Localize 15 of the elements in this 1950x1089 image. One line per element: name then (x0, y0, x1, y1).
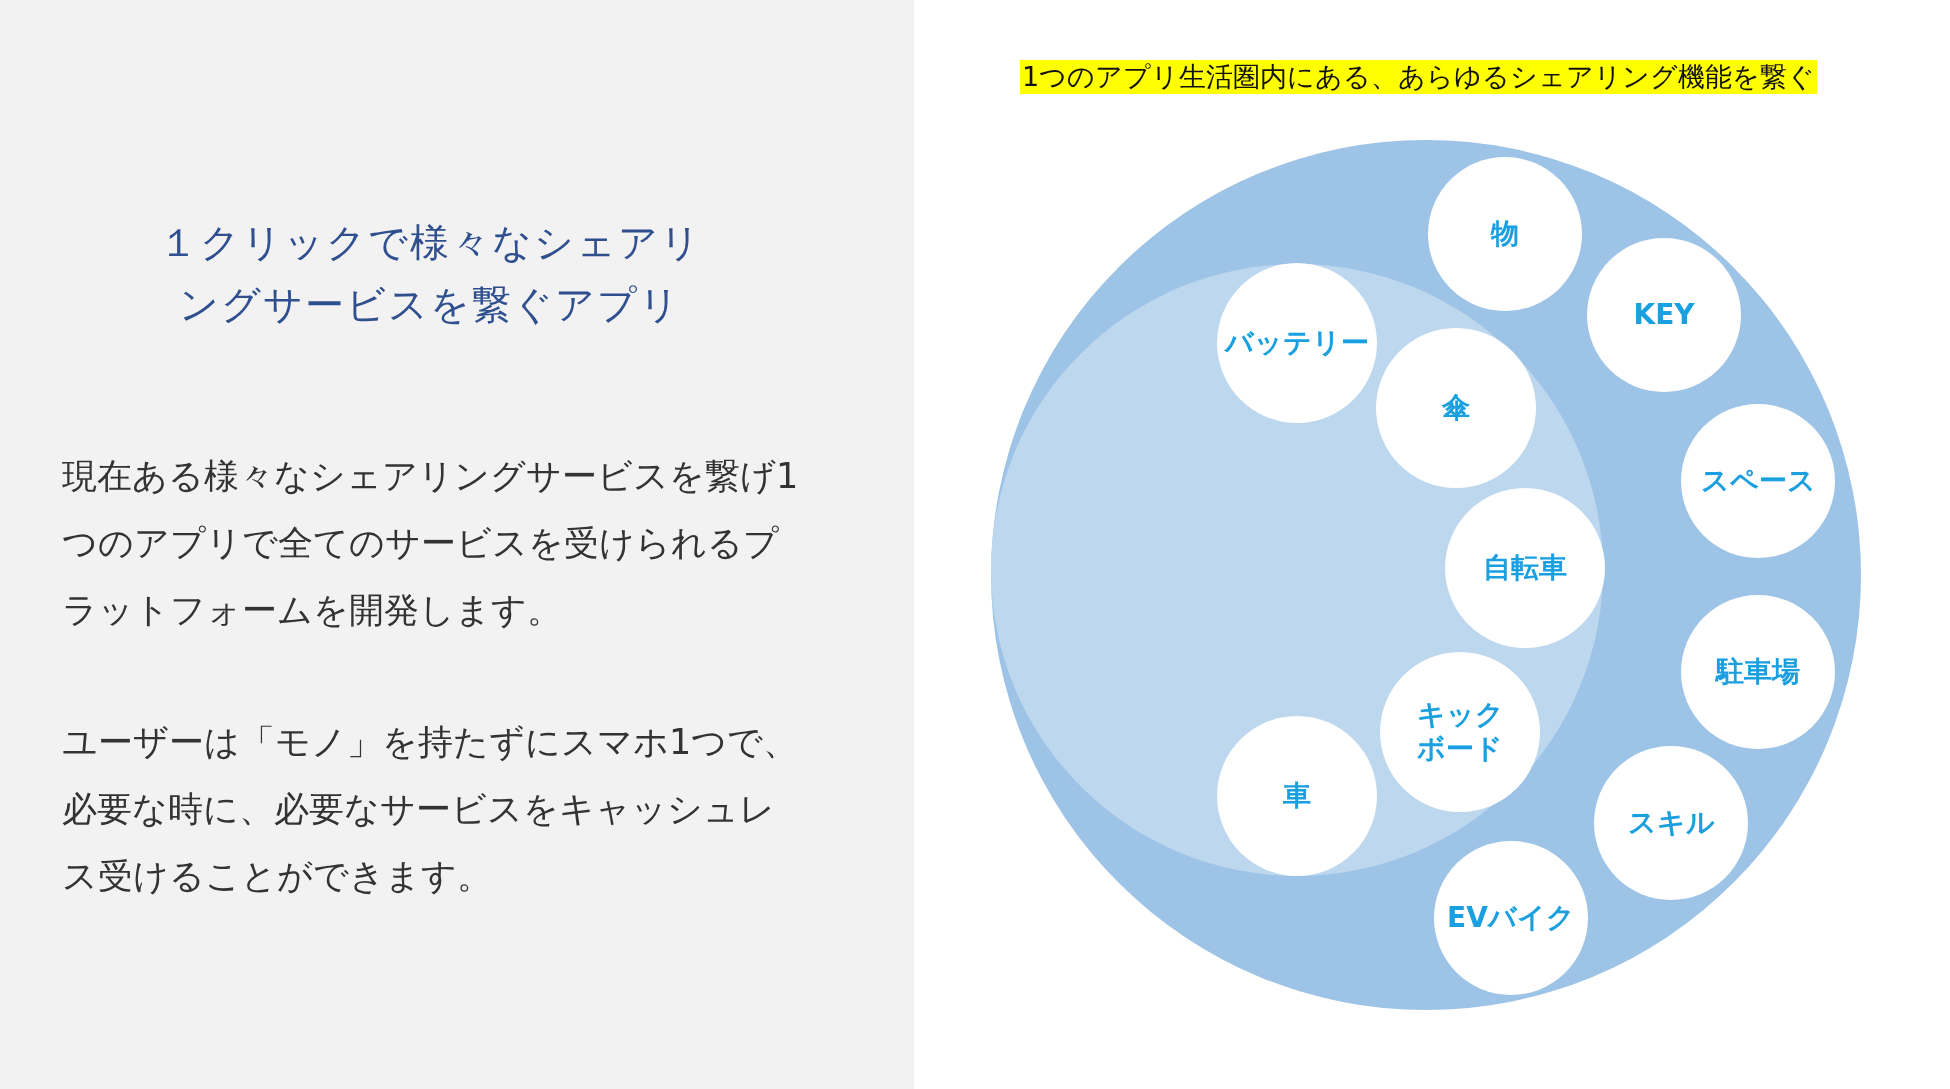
heading: １クリックで様々なシェアリングサービスを繋ぐアプリ (157, 219, 703, 329)
service-label: バッテリー (1225, 326, 1369, 360)
service-label: 車 (1283, 779, 1311, 813)
service-label: 駐車場 (1716, 655, 1800, 689)
paragraph: ユーザーは「モノ」を持たずにスマホ1つで、必要な時に、必要なサービスをキャッシュレス受けることができます。 (62, 721, 800, 898)
highlighted-caption: 1つのアプリ生活圏内にある、あらゆるシェアリング機能を繋ぐ (1020, 60, 1818, 94)
paragraph: 現在ある様々なシェアリングサービスを繋げ1つのアプリで全てのサービスを受けられるプラットフォームを開発します。 (62, 455, 800, 632)
service-label: キックボード (1415, 698, 1505, 766)
service-label: 自転車 (1483, 551, 1567, 585)
service-label: EVバイク (1447, 901, 1575, 935)
service-label: 傘 (1442, 391, 1470, 425)
service-label: スキル (1627, 806, 1715, 840)
service-label: スペース (1700, 464, 1816, 498)
service-label: 物 (1491, 217, 1519, 251)
service-label: KEY (1633, 298, 1695, 332)
